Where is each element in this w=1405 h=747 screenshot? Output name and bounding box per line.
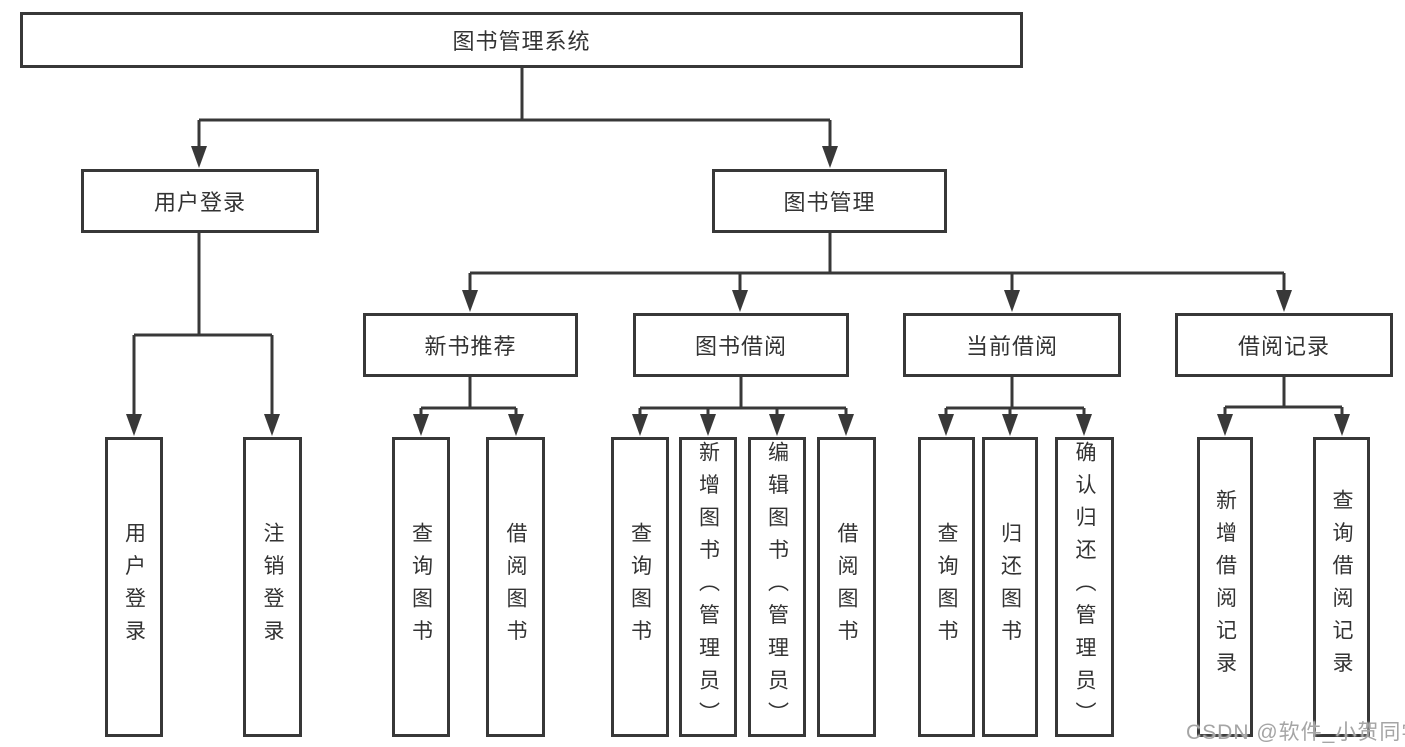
arrowhead-icon	[700, 414, 716, 436]
arrowhead-icon	[838, 414, 854, 436]
leaf-return-book: 归还图书	[982, 437, 1038, 737]
arrowhead-icon	[1334, 414, 1350, 436]
edge-book-management-to-level3	[468, 233, 1286, 294]
node-borrow-records: 借阅记录	[1175, 313, 1393, 377]
leaf-logout: 注销登录	[243, 437, 302, 737]
node-book-management: 图书管理	[712, 169, 947, 233]
edge-user-login-to-leaves	[132, 233, 274, 418]
edge-new-book-recommend-to-leaves	[419, 377, 518, 418]
edge-current-borrow-to-leaves	[944, 377, 1086, 418]
leaf-label: 归还图书	[998, 521, 1022, 653]
leaf-user-login: 用户登录	[105, 437, 163, 737]
leaf-label: 新增借阅记录	[1213, 489, 1237, 685]
arrowhead-icon	[1076, 414, 1092, 436]
arrowhead-icon	[508, 414, 524, 436]
leaf-label: 查询借阅记录	[1330, 489, 1353, 685]
arrowhead-icon	[191, 146, 207, 168]
leaf-add-book-admin: 新增图书（管理员）	[679, 437, 737, 737]
arrowhead-icon	[264, 414, 280, 436]
leaf-label: 查询图书	[409, 521, 433, 653]
leaf-query-books-current: 查询图书	[918, 437, 975, 737]
arrowhead-icon	[126, 414, 142, 436]
node-root-library-management-system: 图书管理系统	[20, 12, 1023, 68]
arrowhead-icon	[732, 290, 748, 312]
leaf-label: 用户登录	[122, 521, 146, 653]
leaf-borrow-books: 借阅图书	[817, 437, 876, 737]
leaf-label: 确认归还（管理员）	[1073, 440, 1096, 734]
arrowhead-icon	[1276, 290, 1292, 312]
arrowhead-icon	[1002, 414, 1018, 436]
csdn-watermark: CSDN @软件_小贺同学	[1186, 721, 1405, 744]
leaf-label: 编辑图书（管理员）	[765, 440, 789, 734]
edge-book-borrow-to-leaves	[638, 377, 848, 418]
leaf-edit-book-admin: 编辑图书（管理员）	[748, 437, 806, 737]
leaf-label: 借阅图书	[835, 521, 858, 653]
leaf-confirm-return-admin: 确认归还（管理员）	[1055, 437, 1114, 737]
node-current-borrow: 当前借阅	[903, 313, 1121, 377]
leaf-label: 借阅图书	[504, 521, 527, 653]
leaf-query-books-recommend: 查询图书	[392, 437, 450, 737]
leaf-label: 注销登录	[261, 521, 284, 653]
arrowhead-icon	[938, 414, 954, 436]
node-new-book-recommend: 新书推荐	[363, 313, 578, 377]
node-book-borrow: 图书借阅	[633, 313, 849, 377]
leaf-borrow-books-recommend: 借阅图书	[486, 437, 545, 737]
leaf-label: 查询图书	[935, 521, 958, 653]
arrowhead-icon	[632, 414, 648, 436]
leaf-query-books-borrow: 查询图书	[611, 437, 669, 737]
arrowhead-icon	[769, 414, 785, 436]
arrowhead-icon	[822, 146, 838, 168]
leaf-query-borrow-record: 查询借阅记录	[1313, 437, 1370, 737]
leaf-label: 新增图书（管理员）	[696, 440, 720, 734]
arrowhead-icon	[462, 290, 478, 312]
edge-root-to-level2	[197, 68, 832, 150]
arrowhead-icon	[1004, 290, 1020, 312]
leaf-label: 查询图书	[628, 521, 652, 653]
arrowhead-icon	[413, 414, 429, 436]
leaf-add-borrow-record: 新增借阅记录	[1197, 437, 1253, 737]
arrowhead-icon	[1217, 414, 1233, 436]
edge-borrow-records-to-leaves	[1223, 377, 1344, 418]
node-user-login: 用户登录	[81, 169, 319, 233]
